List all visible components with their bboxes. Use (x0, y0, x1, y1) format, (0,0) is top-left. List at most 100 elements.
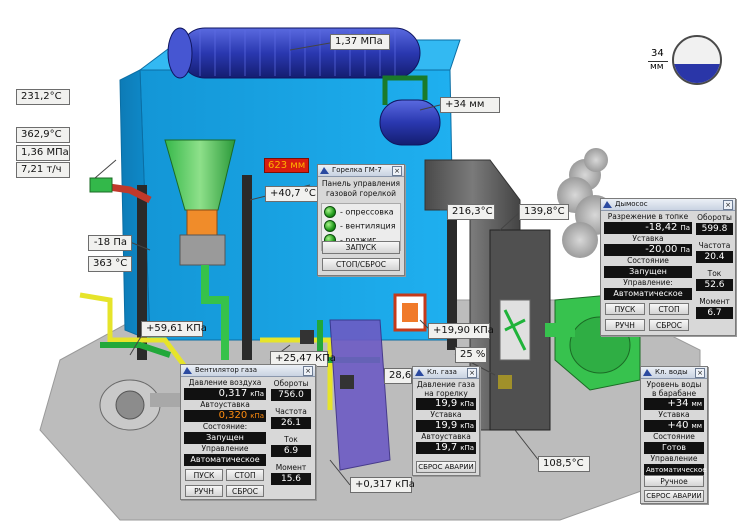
water-setpoint-number: +40 (667, 420, 689, 431)
app-logo-icon (415, 369, 424, 376)
state-value: Запущен (604, 266, 692, 278)
current-value: 52.6 (696, 279, 733, 291)
smoke-reset-button[interactable]: СБРОС (649, 319, 689, 331)
fan-reset-button[interactable]: СБРОС (226, 485, 264, 497)
water-valve-title: Кл. воды (655, 368, 688, 376)
steam-temp-readout: 231,2°С (16, 89, 70, 105)
drum-pressure-readout: 1,37 МПа (330, 34, 390, 50)
gas-pressure-unit: кПа (460, 400, 474, 408)
app-logo-icon (643, 369, 652, 376)
gas-pressure-small-readout: 28,6 (384, 368, 412, 384)
status-led-icon (324, 206, 336, 218)
economizer-drum (379, 99, 441, 146)
smoke-panel-titlebar[interactable]: Дымосос × (601, 199, 735, 211)
close-icon[interactable]: × (723, 200, 733, 210)
control-label: Управление: (623, 278, 673, 287)
fan-panel-titlebar[interactable]: Вентилятор газа × (181, 365, 315, 377)
furnace-alarm-readout: 623 мм (264, 158, 310, 173)
setpoint-label: Уставка (632, 234, 664, 243)
vacuum-number: -18,42 (645, 222, 678, 233)
torque-label: Момент (699, 297, 730, 306)
drum-level-gauge: 34 мм (634, 30, 749, 90)
water-level-number: +34 (667, 398, 689, 409)
close-icon[interactable]: × (392, 166, 402, 176)
freq-label: Частота (698, 241, 731, 250)
gauge-value: 34 (651, 48, 664, 59)
water-temp-readout: 362,9°С (16, 127, 70, 143)
gas-setpoint-unit: кПа (460, 422, 474, 430)
led-label: - опрессовка (340, 207, 394, 217)
close-icon[interactable]: × (467, 368, 477, 378)
burner-stop-button[interactable]: СТОП/СБРОС (322, 258, 400, 271)
water-manual-button[interactable]: Ручное (644, 475, 704, 487)
fan-stop-button[interactable]: СТОП (226, 469, 264, 481)
gauge-unit: мм (650, 62, 664, 72)
air-temp-readout: 363 °С (88, 256, 132, 272)
gas-setpoint-label: Уставка (430, 410, 462, 419)
led-row-pressure-test: - опрессовка (324, 206, 398, 220)
fan-torque-label: Момент (275, 463, 307, 472)
water-control-label: Управление (650, 454, 698, 463)
led-row-ventilation: - вентиляция (324, 220, 398, 234)
gas-fan-panel: Вентилятор газа × Давление воздуха 0,317… (180, 364, 316, 500)
fan-state-value: Запущен (184, 432, 266, 444)
water-valve-titlebar[interactable]: Кл. воды × (641, 367, 707, 379)
gauge-divider (648, 61, 668, 62)
freq-value: 20.4 (696, 251, 733, 263)
torque-value: 6.7 (696, 307, 733, 319)
burner-start-button[interactable]: ЗАПУСК (322, 241, 400, 254)
autoset-unit: кПа (250, 412, 264, 420)
status-led-icon (324, 220, 336, 232)
close-icon[interactable]: × (695, 368, 705, 378)
burner-panel-heading: Панель управления газовой горелкой (321, 179, 401, 198)
close-icon[interactable]: × (303, 366, 313, 376)
fan-control-label: Управление (201, 444, 249, 453)
autoset-label: Автоуставка (200, 400, 250, 409)
smoke-start-button[interactable]: ПУСК (605, 303, 645, 315)
led-label: - розжиг (340, 235, 377, 245)
fan-start-button[interactable]: ПУСК (185, 469, 223, 481)
water-alarm-reset-button[interactable]: СБРОС АВАРИИ (644, 490, 704, 502)
setpoint-unit: Па (680, 246, 690, 254)
burner-panel-titlebar[interactable]: Горелка ГМ-7 × (318, 165, 404, 177)
vacuum-label: Разрежение в топке (607, 212, 689, 221)
column-mid (242, 175, 252, 360)
valve-icon (300, 330, 314, 344)
smoke-panel-title: Дымосос (615, 200, 648, 208)
steam-flow-readout: 7,21 т/ч (16, 162, 70, 178)
gas-pressure-bottom-readout: +0,317 кПа (350, 477, 415, 493)
smoke-manual-button[interactable]: РУЧН (605, 319, 645, 331)
drum-level-readout: +34 мм (440, 97, 500, 113)
air-pressure-readout: +59,61 КПа (141, 321, 207, 337)
speed-value: 599.8 (696, 223, 733, 235)
water-state-label: Состояние (653, 432, 695, 441)
gas-alarm-reset-button[interactable]: СБРОС АВАРИИ (416, 461, 476, 473)
fan-manual-button[interactable]: РУЧН (185, 485, 223, 497)
gas-autoset-number: 19,7 (434, 442, 458, 453)
autoset-number: 0,320 (218, 410, 248, 421)
hopper-neck (186, 209, 218, 236)
fan-control-value: Автоматическое (184, 454, 266, 466)
water-setpoint-label: Уставка (658, 410, 690, 419)
gas-valve-panel: Кл. газа × Давление газа на горелку 19,9… (412, 366, 480, 476)
fan-current-label: Ток (284, 435, 298, 444)
gas-valve-titlebar[interactable]: Кл. газа × (413, 367, 479, 379)
column-left (137, 185, 147, 360)
vacuum-unit: Па (680, 224, 690, 232)
state-label: Состояние (627, 256, 669, 265)
water-control-value: Автоматическое (644, 464, 707, 476)
gas-setpoint-number: 19,9 (434, 420, 458, 431)
app-logo-icon (183, 367, 192, 374)
fan-speed-label: Обороты (273, 379, 309, 388)
smoke-stop-button[interactable]: СТОП (649, 303, 689, 315)
